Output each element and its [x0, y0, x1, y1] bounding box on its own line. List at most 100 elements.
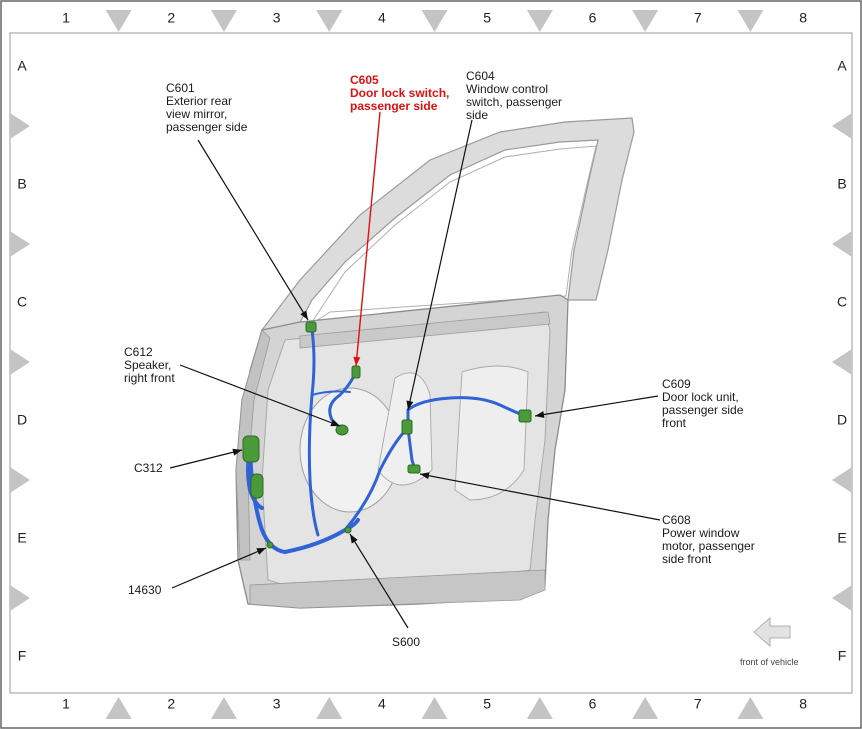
grid-column-label: 7	[694, 10, 702, 26]
door-illustration	[235, 117, 635, 609]
grid-marker-bottom	[210, 697, 237, 719]
grid-row-label: A	[17, 58, 27, 74]
grid-column-label: 5	[483, 10, 491, 26]
connector-14630	[266, 541, 274, 549]
connector-c608	[407, 464, 421, 474]
label-c605-line: C605	[350, 73, 379, 87]
grid-marker-top	[105, 10, 132, 32]
grid-marker-top	[316, 10, 343, 32]
grid-column-label: 2	[167, 696, 175, 712]
label-c609-line: C609	[662, 377, 691, 391]
belt-ledge	[299, 311, 551, 349]
label-c604-line: Window control	[466, 82, 548, 96]
leader-arrowhead	[353, 356, 361, 366]
grid-marker-right	[832, 585, 852, 611]
grid-column-label: 3	[273, 10, 281, 26]
grid-column-label: 2	[167, 10, 175, 26]
grid-marker-right	[832, 113, 852, 139]
grid-marker-top	[737, 10, 764, 32]
leader-arrowhead	[256, 548, 266, 555]
connector-c605	[351, 365, 361, 379]
grid-row-label: F	[18, 648, 27, 664]
grid-column-label: 1	[62, 696, 70, 712]
connector-c312-lower	[250, 473, 264, 499]
label-c601: C601 Exterior rear view mirror, passenge…	[166, 81, 248, 134]
label-c608-line: Power window	[662, 526, 740, 540]
grid-marker-left	[10, 113, 30, 139]
grid-marker-bottom	[737, 697, 764, 719]
grid-marker-top	[210, 10, 237, 32]
grid-row-label: E	[17, 530, 26, 546]
label-s600: S600	[392, 635, 420, 649]
window-frame	[248, 117, 635, 372]
leader-lines	[169, 119, 661, 629]
leader-c604	[407, 119, 473, 411]
grid-column-label: 1	[62, 10, 70, 26]
leader-c312	[169, 449, 243, 469]
label-c608-line: C608	[662, 513, 691, 527]
grid-marker-right	[832, 349, 852, 375]
leader-arrowhead	[300, 310, 308, 320]
label-c612-line: Speaker,	[124, 358, 171, 372]
label-c608: C608 Power window motor, passenger side …	[662, 513, 758, 566]
arrow-left-icon	[753, 616, 791, 648]
harness-c609-branch	[406, 396, 527, 418]
label-c612-line: C612	[124, 345, 153, 359]
connectors	[242, 321, 532, 549]
leader-arrowhead	[406, 400, 414, 410]
grid-marker-right	[832, 467, 852, 493]
door-bottom	[249, 569, 546, 609]
label-c601-line: passenger side	[166, 120, 248, 134]
leader-14630	[171, 547, 267, 589]
grid-column-label: 6	[589, 10, 597, 26]
grid-marker-bottom	[316, 697, 343, 719]
leader-c605	[355, 111, 381, 367]
grid-row-label: D	[17, 412, 27, 428]
grid-marker-bottom	[526, 697, 553, 719]
grid-row-label: A	[837, 58, 847, 74]
label-c604-line: C604	[466, 69, 495, 83]
leader-c612	[179, 364, 341, 427]
label-c612-line: right front	[124, 371, 175, 385]
leader-arrowheads	[232, 310, 545, 555]
grid-marker-top	[632, 10, 659, 32]
label-c604-line: side	[466, 108, 488, 122]
label-c609-line: passenger side	[662, 403, 744, 417]
label-c604-line: switch, passenger	[466, 95, 562, 109]
connector-c312	[242, 435, 260, 463]
connector-c601	[305, 321, 317, 333]
grid-marker-bottom	[421, 697, 448, 719]
label-c609: C609 Door lock unit, passenger side fron…	[662, 377, 747, 430]
grid-marker-left	[10, 349, 30, 375]
grid-marker-bottom	[105, 697, 132, 719]
label-14630-line: 14630	[128, 583, 162, 597]
connector-c612	[335, 424, 349, 436]
grid-column-label: 4	[378, 10, 386, 26]
grid-row-label: C	[837, 294, 847, 310]
label-c609-line: front	[662, 416, 687, 430]
label-c605-line: passenger side	[350, 99, 438, 113]
label-c608-line: motor, passenger	[662, 539, 755, 553]
label-c605: C605 Door lock switch, passenger side	[350, 73, 453, 113]
grid-column-label: 7	[694, 696, 702, 712]
latch-cutout	[454, 365, 529, 501]
leader-arrowhead	[420, 472, 430, 480]
grid-marker-left	[10, 467, 30, 493]
label-c608-line: side front	[662, 552, 712, 566]
label-c601-line: Exterior rear	[166, 94, 232, 108]
grid-marker-bottom	[632, 697, 659, 719]
leader-arrowhead	[535, 411, 545, 419]
label-s600-line: S600	[392, 635, 420, 649]
grid-row-label: B	[837, 176, 846, 192]
leader-s600	[349, 533, 409, 629]
grid-row-label: F	[838, 648, 847, 664]
leader-c601	[197, 139, 309, 321]
grid-marker-top	[526, 10, 553, 32]
label-c601-line: C601	[166, 81, 195, 95]
label-c312-line: C312	[134, 461, 163, 475]
grid-column-label: 3	[273, 696, 281, 712]
front-of-vehicle-indicator: front of vehicle	[740, 616, 799, 667]
harness-c601-branch	[307, 328, 320, 537]
